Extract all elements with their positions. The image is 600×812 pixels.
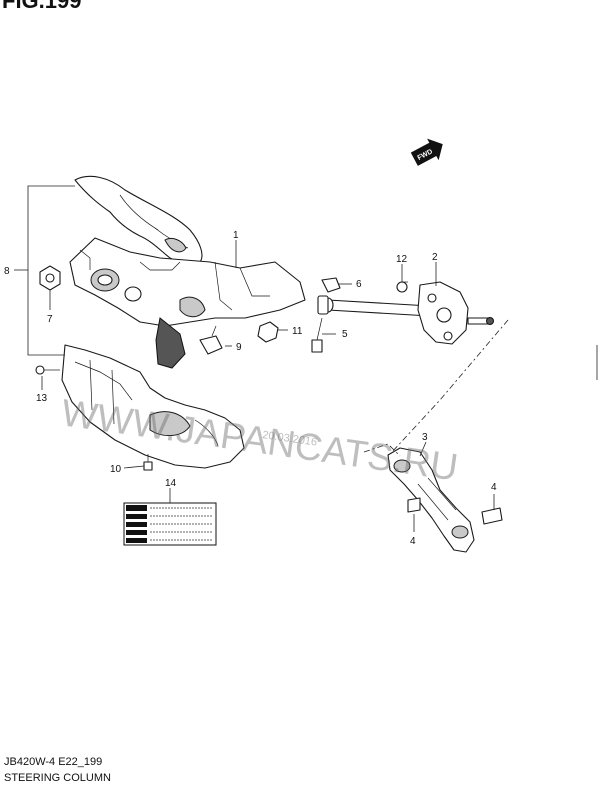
screw-part-13 [35,365,60,375]
diagram-code: JB420W-4 E22_199 [4,756,103,768]
bolt-part-5 [311,317,323,353]
callout-5: 5 [342,329,348,340]
callout-9: 9 [236,342,242,353]
callout-8: 8 [4,266,10,277]
callout-2: 2 [432,252,438,263]
callout-1: 1 [233,230,239,241]
callout-3: 3 [422,432,428,443]
callout-12: 12 [396,254,408,265]
diagram-name: STEERING COLUMN [4,772,111,784]
intermediate-shaft [317,281,494,345]
steering-column-body [69,237,306,369]
caution-label-part-14 [123,502,217,546]
column-cover-lower [61,344,245,469]
callout-10: 10 [110,464,122,475]
leader-lines [14,185,598,532]
bolt-part-12 [396,281,408,293]
callout-4a: 4 [491,482,497,493]
callout-13: 13 [36,393,48,404]
callout-4b: 4 [410,536,416,547]
clip-part-6 [321,277,341,293]
nut-part-11 [257,321,279,343]
fwd-direction-badge: FWD [410,138,443,166]
steering-joint-shaft [387,447,503,553]
bolt-part-9 [199,325,223,355]
callout-7: 7 [47,314,53,325]
callout-6: 6 [356,279,362,290]
nut-part-7 [39,265,61,291]
figure-title: FIG.199 [2,0,82,13]
callout-11: 11 [292,326,303,337]
callout-14: 14 [165,478,177,489]
